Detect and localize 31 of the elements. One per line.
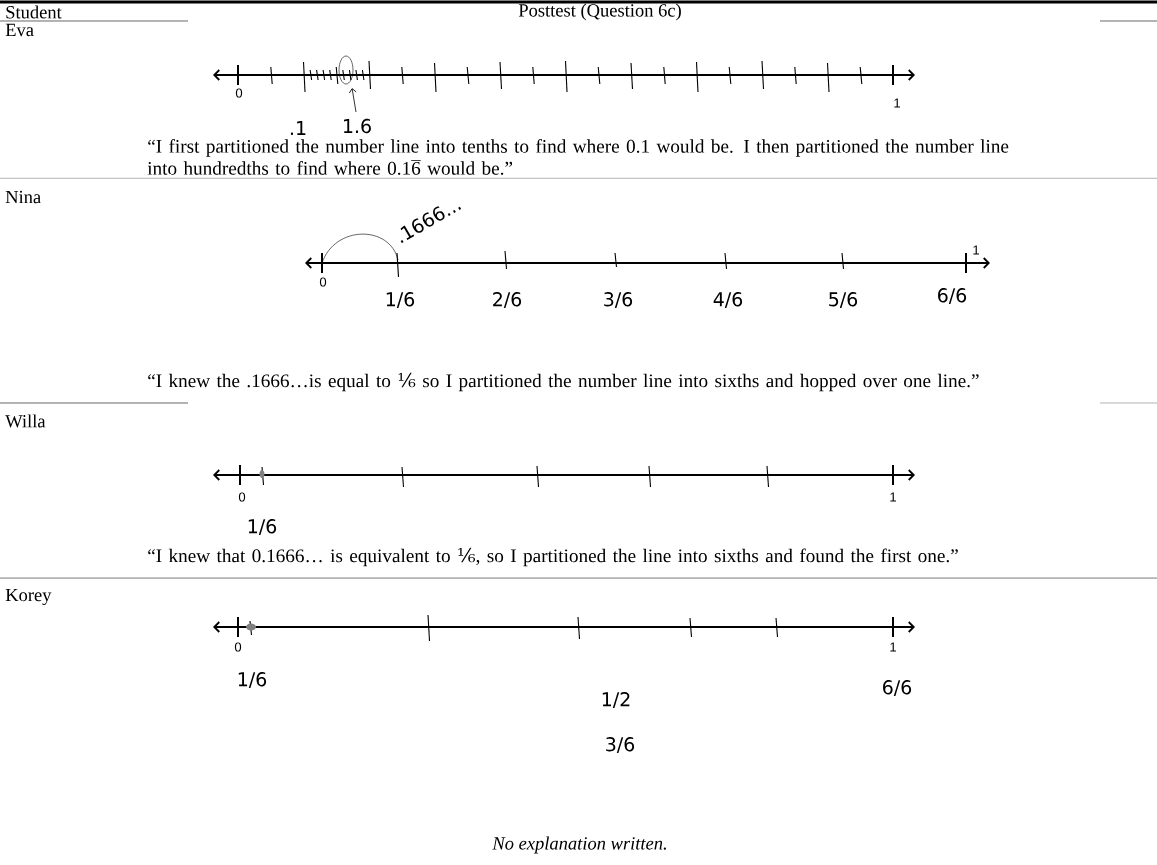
student-name: Willa (5, 414, 46, 428)
explanation-quote: “I knew the .1666…is equal to ⅙ so I partitioned the number line into sixths and hopped over one line.” (148, 372, 979, 392)
handwritten-label: 1/6 (248, 519, 277, 535)
handwritten-label: 5/6 (829, 292, 858, 308)
student-name: Korey (5, 588, 52, 606)
table-header: Posttest (Question 6c) (518, 3, 681, 21)
axis-label: 0 (235, 88, 243, 98)
explanation-quote: “I knew that 0.1666… is equivalent to ⅙, so I partitioned the line into sixths and found the first one.” (148, 547, 958, 567)
handwritten-label: 3/6 (604, 292, 633, 308)
handwritten-label: 6/6 (938, 288, 967, 304)
note: No explanation written. (492, 836, 666, 854)
table-header: Student (6, 5, 62, 19)
axis-label: 1 (894, 98, 900, 108)
student-name: Nina (5, 190, 41, 204)
handwritten-label: 2/6 (493, 292, 522, 308)
axis-label: 0 (234, 642, 242, 652)
axis-label: 0 (238, 492, 246, 502)
student-name: Eva (5, 23, 34, 37)
handwritten-label: 3/6 (606, 737, 635, 753)
handwritten-label: 1/2 (602, 692, 630, 708)
handwritten-label: 6/6 (883, 680, 912, 696)
handwritten-label: .1 (290, 121, 306, 135)
axis-label: 1 (890, 492, 896, 502)
handwritten-label: 1/6 (386, 292, 415, 308)
axis-label: 0 (319, 277, 327, 287)
handwritten-label: 4/6 (713, 292, 743, 308)
axis-label: 1 (890, 642, 896, 652)
axis-label: 1 (973, 245, 979, 255)
handwritten-label: 1/6 (238, 672, 267, 688)
explanation-quote: “I first partitioned the number line into tenths to find where 0.1 would be. I then partitioned the number line into hundredths to find where 0.16̅ would be.” (147, 139, 1009, 175)
handwritten-label: 1.6 (344, 118, 371, 134)
